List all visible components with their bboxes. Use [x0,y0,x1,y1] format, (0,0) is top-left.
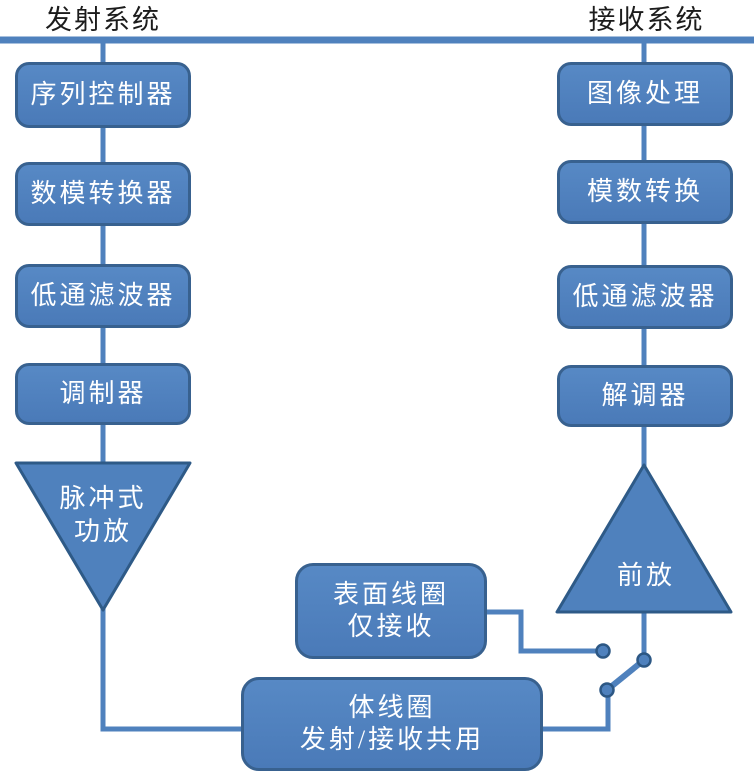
node-label: 数模转换器 [30,178,176,208]
coil-body: 体线圈 发射/接收共用 [241,677,543,771]
node-label: 模数转换 [586,176,703,206]
node-label: 序列控制器 [30,79,176,109]
transmit-to-bodycoil-line [100,608,241,732]
node-lowpass-filter-rx: 低通滤波器 [557,265,733,329]
node-label: 图像处理 [586,78,703,108]
node-label: 低通滤波器 [572,281,718,311]
switch-contact-body [599,682,615,698]
node-sequence-controller: 序列控制器 [15,62,191,128]
switch-arm [605,657,646,693]
node-demodulator: 解调器 [557,365,733,427]
node-image-processing: 图像处理 [557,62,733,126]
receive-system-header: 接收系统 [588,5,705,35]
pulse-amplifier-label-line1: 脉冲式 [59,484,147,513]
node-lowpass-filter-tx: 低通滤波器 [15,264,191,328]
pulse-amplifier-label: 脉冲式 功放 [59,483,146,548]
surfacecoil-connector-line [487,609,596,654]
coil-body-line1: 体线圈 [348,692,436,722]
node-label: 解调器 [601,380,689,410]
preamp-triangle [555,463,733,614]
node-adc: 模数转换 [557,160,733,224]
bodycoil-connector-line [543,696,611,732]
coil-surface: 表面线圈 仅接收 [295,563,487,659]
node-label: 调制器 [59,378,147,408]
node-dac: 数模转换器 [15,162,191,226]
switch-contact-surface [595,643,611,659]
coil-surface-line1: 表面线圈 [332,579,449,609]
coil-surface-line2: 仅接收 [347,612,435,641]
pulse-amplifier-triangle [14,461,192,612]
coil-body-line2: 发射/接收共用 [299,725,485,754]
preamp-label: 前放 [616,561,676,590]
switch-common-node [636,652,652,668]
pulse-amplifier-label-line2: 功放 [73,516,133,546]
node-modulator: 调制器 [15,363,191,425]
transmit-system-header: 发射系统 [45,5,161,35]
node-label: 低通滤波器 [30,280,176,310]
